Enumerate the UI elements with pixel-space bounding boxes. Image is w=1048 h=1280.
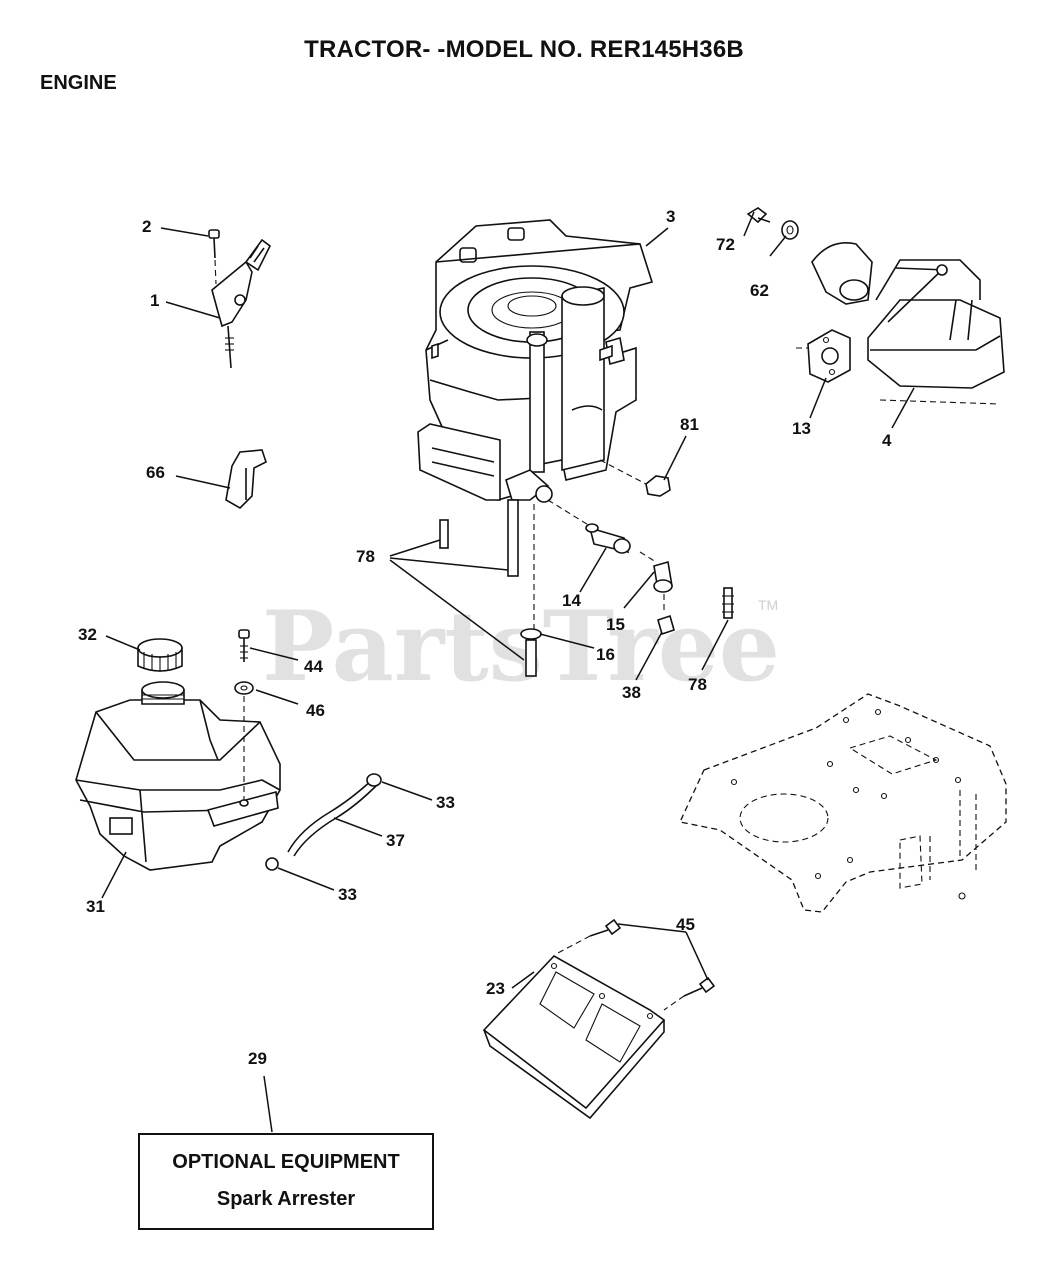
callout-37: 37 bbox=[386, 831, 405, 850]
optional-equipment-title: OPTIONAL EQUIPMENT bbox=[172, 1151, 400, 1173]
engine-part-3 bbox=[417, 219, 654, 677]
hose-clamp-part-33-lower bbox=[265, 857, 279, 871]
callout-14: 14 bbox=[562, 591, 581, 610]
throttle-control-part bbox=[211, 238, 272, 369]
optional-equipment-item: Spark Arrester bbox=[216, 1188, 356, 1210]
callout-33-upper: 33 bbox=[436, 793, 455, 812]
leader-lines bbox=[101, 211, 915, 1133]
screw-part-38 bbox=[657, 594, 675, 636]
washer-part-62 bbox=[781, 220, 799, 240]
callout-46: 46 bbox=[306, 701, 325, 720]
fuel-cap-part-32 bbox=[137, 638, 183, 672]
callout-3: 3 bbox=[666, 207, 675, 226]
screw-part-44 bbox=[238, 629, 250, 800]
gasket-part-13 bbox=[796, 329, 851, 383]
callout-78-right: 78 bbox=[688, 675, 707, 694]
section-label: ENGINE bbox=[40, 72, 117, 94]
callout-81: 81 bbox=[680, 415, 699, 434]
callout-1: 1 bbox=[150, 291, 159, 310]
bolt-part-72 bbox=[746, 207, 771, 224]
callout-44: 44 bbox=[304, 657, 323, 676]
watermark: PartsTree bbox=[262, 590, 780, 703]
nut-part-81 bbox=[599, 459, 671, 497]
bolt-part-45-upper bbox=[555, 918, 622, 955]
callout-66: 66 bbox=[146, 463, 165, 482]
page-title: TRACTOR- -MODEL NO. RER145H36B bbox=[304, 36, 744, 63]
clip-part-66 bbox=[225, 449, 267, 509]
callout-38: 38 bbox=[622, 683, 641, 702]
muffler-part-4 bbox=[811, 242, 1005, 405]
callout-31: 31 bbox=[86, 897, 105, 916]
screw-part-2 bbox=[208, 229, 220, 285]
cap-part-15 bbox=[639, 551, 673, 593]
washer-part-46 bbox=[234, 681, 254, 695]
callout-62: 62 bbox=[750, 281, 769, 300]
callout-33-lower: 33 bbox=[338, 885, 357, 904]
fuel-line-part-37 bbox=[287, 779, 379, 857]
callout-45: 45 bbox=[676, 915, 695, 934]
optional-equipment-box: OPTIONAL EQUIPMENT Spark Arrester bbox=[138, 1133, 434, 1230]
callout-29: 29 bbox=[248, 1049, 267, 1068]
callout-78-left: 78 bbox=[356, 547, 375, 566]
callout-13: 13 bbox=[792, 419, 811, 438]
callout-72: 72 bbox=[716, 235, 735, 254]
bolt-part-78-right bbox=[722, 587, 734, 619]
hose-clamp-part-33-upper bbox=[366, 773, 382, 787]
shield-plate-part-23 bbox=[482, 954, 666, 1120]
tractor-frame bbox=[679, 693, 1007, 913]
fitting-part-14 bbox=[547, 499, 631, 554]
watermark-tm: TM bbox=[758, 597, 778, 613]
bolt-part-45-lower bbox=[663, 976, 716, 1011]
fuel-tank-part-31 bbox=[75, 681, 281, 871]
callout-numbers: 2 1 3 72 62 13 4 81 66 78 14 15 16 38 78… bbox=[78, 207, 892, 1068]
callout-15: 15 bbox=[606, 615, 625, 634]
callout-16: 16 bbox=[596, 645, 615, 664]
callout-4: 4 bbox=[882, 431, 892, 450]
callout-32: 32 bbox=[78, 625, 97, 644]
callout-2: 2 bbox=[142, 217, 151, 236]
callout-23: 23 bbox=[486, 979, 505, 998]
